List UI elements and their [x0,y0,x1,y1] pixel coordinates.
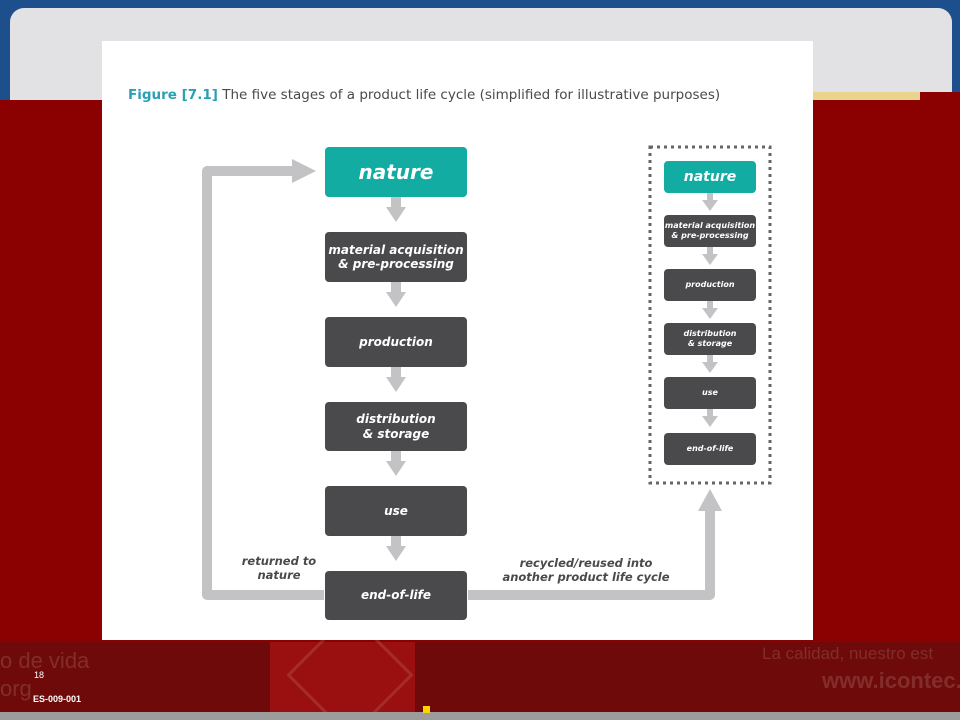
figure-caption: Figure [7.1] The five stages of a produc… [128,87,720,103]
footer-slogan: La calidad, nuestro est [762,644,934,663]
footer-watermark-text: org [0,676,32,701]
down-arrow [386,451,406,476]
stage-end-of-life: end-of-life [325,571,467,620]
return-loop-arrow [202,159,324,600]
down-arrow [386,197,406,222]
side-stage-nature: nature [664,161,756,193]
other-life-cycle-frame [648,145,772,485]
footer-marker [423,706,430,713]
down-arrow [386,367,406,392]
recycle-arrow [468,489,722,600]
footer-website: www.icontec.o [822,668,960,693]
document-code: ES-009-001 [33,694,82,704]
slide-number: 18 [34,670,45,680]
side-stage-end-of-life: end-of-life [664,433,756,465]
accent-strip [812,92,922,100]
side-stage-distribution-storage: distribution & storage [664,323,756,355]
returned-to-nature-label: returned to nature [241,554,317,582]
stage-distribution-storage: distribution & storage [325,402,467,451]
figure-number: Figure [7.1] [128,87,218,103]
flow-arrows [202,145,772,600]
footer-logo-box [270,642,415,714]
footer-band [0,642,960,714]
slide-background-corner [920,92,960,104]
stage-use: use [325,486,467,536]
small-down-arrow [702,409,718,427]
stage-nature: nature [325,147,467,197]
small-down-arrow [702,247,718,265]
footer-bar [0,712,960,720]
stage-material-acquisition: material acquisition & pre-processing [325,232,467,282]
side-stage-use: use [664,377,756,409]
recycled-label: recycled/reused into another product lif… [502,556,670,584]
small-down-arrow [702,355,718,373]
side-stage-production: production [664,269,756,301]
small-down-arrow [702,193,718,211]
small-down-arrow [702,301,718,319]
down-arrow [386,536,406,561]
figure-title: The five stages of a product life cycle … [217,87,721,103]
down-arrow [386,282,406,307]
stage-production: production [325,317,467,367]
footer-watermark-text: o de vida [0,648,90,673]
life-cycle-figure: Figure [7.1] The five stages of a produc… [102,41,813,640]
side-stage-material-acquisition: material acquisition & pre-processing [664,215,756,247]
